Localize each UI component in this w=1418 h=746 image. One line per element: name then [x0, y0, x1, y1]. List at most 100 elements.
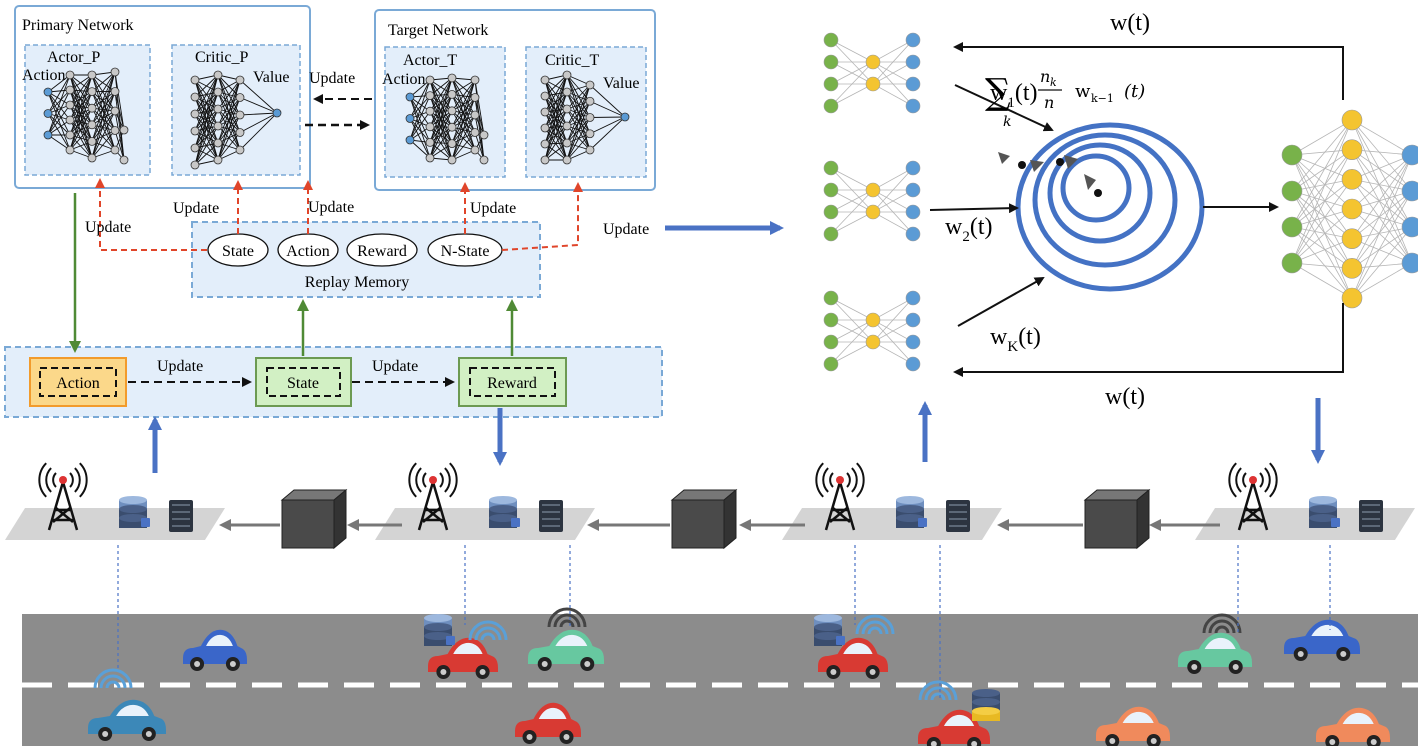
neuron — [562, 104, 572, 114]
neuron — [865, 204, 881, 220]
cube-block — [670, 488, 738, 550]
neuron — [540, 155, 550, 165]
vehicle — [183, 629, 247, 671]
vehicle — [818, 637, 888, 679]
neuron — [213, 104, 223, 114]
neuron — [905, 356, 921, 372]
neuron — [905, 76, 921, 92]
neuron — [87, 136, 97, 146]
neuron — [1341, 228, 1363, 249]
neuron — [585, 96, 595, 106]
environment-panel: Action State Reward — [4, 346, 663, 418]
wk-label: wK(t) — [990, 324, 1041, 355]
target-network-panel: Target Network Actor_T Action Critic_T V… — [374, 9, 656, 191]
critic-p-label: Critic_P — [195, 49, 248, 66]
neuron — [235, 145, 245, 155]
neuron — [823, 312, 839, 328]
neuron — [823, 182, 839, 198]
wifi-icon — [93, 668, 133, 689]
actor-p-network — [43, 67, 129, 165]
neuron — [905, 182, 921, 198]
neuron — [823, 76, 839, 92]
vehicles — [88, 607, 1390, 746]
neuron — [447, 139, 457, 149]
neuron — [65, 100, 75, 110]
rsu-row — [5, 462, 1415, 550]
env-action-label: Action — [56, 375, 100, 392]
neuron — [213, 87, 223, 97]
vehicle — [528, 629, 604, 671]
neuron — [190, 109, 200, 119]
neuron — [235, 110, 245, 120]
neuron — [823, 334, 839, 350]
neuron — [1341, 139, 1363, 160]
neuron — [562, 121, 572, 131]
svg-text:w: w — [1075, 81, 1091, 102]
neuron — [43, 130, 53, 140]
rsu-unit — [1195, 462, 1415, 540]
neuron — [87, 153, 97, 163]
neuron — [479, 130, 489, 140]
neuron — [865, 54, 881, 70]
wifi-icon — [918, 680, 958, 701]
neuron — [1281, 180, 1303, 202]
neuron — [540, 75, 550, 85]
wk-arrow — [957, 277, 1045, 327]
cube-block — [280, 488, 348, 550]
neuron — [405, 92, 415, 102]
neuron — [905, 160, 921, 176]
neuron — [110, 126, 120, 135]
neuron — [447, 155, 457, 165]
neuron — [479, 155, 489, 165]
neuron — [823, 54, 839, 70]
neuron — [65, 145, 75, 155]
env-reward-label: Reward — [487, 375, 537, 392]
neuron — [447, 73, 457, 83]
neuron — [1341, 109, 1363, 131]
neuron — [425, 75, 435, 85]
neuron — [1341, 287, 1363, 309]
neuron — [425, 153, 435, 163]
neuron — [213, 121, 223, 131]
neuron — [235, 75, 245, 85]
neuron — [110, 145, 120, 155]
update-label-network: Update — [309, 70, 355, 87]
fl-model — [1281, 109, 1418, 309]
neuron — [905, 226, 921, 242]
neuron — [213, 70, 223, 80]
replay-reward-item — [346, 233, 418, 267]
neuron — [405, 135, 415, 145]
neuron — [87, 120, 97, 130]
actor-t-label: Actor_T — [403, 52, 457, 69]
neuron — [1341, 198, 1363, 220]
neuron — [213, 138, 223, 148]
update-label-left: Update — [85, 219, 131, 236]
update-label-env-2: Update — [372, 358, 418, 375]
rsu-unit — [5, 462, 225, 540]
critic-t-label: Critic_T — [545, 52, 599, 69]
svg-text:k−1: k−1 — [1091, 92, 1114, 105]
vehicle — [515, 702, 581, 744]
gradient-steps — [998, 152, 1102, 197]
neuron — [585, 80, 595, 90]
neuron — [1281, 252, 1303, 274]
neuron — [540, 139, 550, 149]
w2-label: w2(t) — [945, 214, 993, 245]
neuron — [562, 155, 572, 165]
neuron — [447, 106, 457, 116]
neuron — [1401, 252, 1418, 274]
neuron — [1341, 258, 1363, 279]
replay-memory-panel: State Action Reward N-State Replay Memor… — [191, 221, 541, 298]
local-models — [823, 32, 921, 372]
update-label-env-1: Update — [157, 358, 203, 375]
neuron — [562, 70, 572, 80]
rsu-unit — [375, 462, 595, 540]
aggregation-spiral — [1015, 122, 1205, 292]
neuron — [87, 87, 97, 96]
neuron — [213, 155, 223, 165]
neuron — [865, 312, 881, 328]
neuron — [65, 85, 75, 95]
neuron — [540, 107, 550, 117]
neuron — [905, 312, 921, 328]
